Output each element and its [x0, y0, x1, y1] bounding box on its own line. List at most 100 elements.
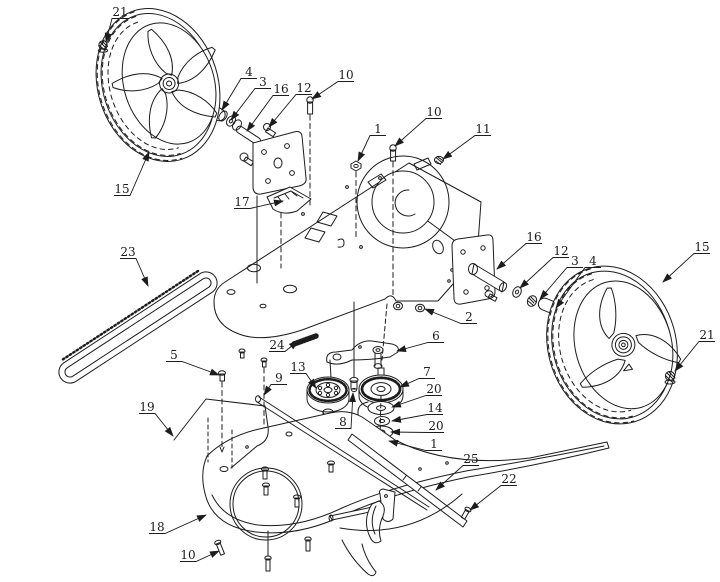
discharge-chute-part	[328, 488, 463, 577]
callout-leader	[166, 361, 220, 376]
callout-12: 12	[519, 244, 569, 289]
callout-label: 15	[694, 240, 709, 254]
left-wheel-nut-part	[97, 40, 109, 53]
callout-label: 12	[553, 244, 568, 258]
lower-deck-part	[202, 411, 610, 541]
callout-leader	[388, 439, 442, 451]
callout-17: 17	[234, 195, 284, 209]
callout-leader	[290, 373, 317, 389]
callout-19: 19	[139, 400, 174, 437]
callout-10: 10	[311, 68, 354, 100]
callout-label: 21	[699, 328, 714, 342]
skirt-baffle-part	[266, 186, 312, 214]
callout-label: 7	[423, 365, 431, 379]
callout-label: 8	[339, 415, 347, 429]
callout-leader	[114, 151, 150, 196]
callout-leader	[263, 384, 287, 396]
callout-label: 1	[430, 437, 438, 451]
callout-4: 4	[555, 254, 601, 309]
callout-9: 9	[263, 371, 287, 396]
callout-1: 1	[388, 437, 442, 451]
callout-label: 14	[427, 401, 443, 415]
upper-deck-part	[213, 155, 482, 339]
callout-5: 5	[166, 348, 220, 376]
spring-part	[291, 333, 319, 347]
right-wheel-nut-part	[664, 370, 676, 385]
callout-label: 25	[463, 452, 478, 466]
callout-label: 24	[269, 338, 285, 352]
callout-label: 10	[180, 548, 195, 562]
callout-label: 1	[374, 122, 382, 136]
callout-16: 16	[496, 230, 542, 270]
chute-bolt-part	[460, 506, 472, 520]
callout-label: 9	[275, 371, 283, 385]
callout-13: 13	[290, 360, 317, 389]
callout-leader	[399, 378, 435, 388]
callout-leader	[662, 253, 710, 283]
callout-3: 3	[539, 254, 583, 300]
callout-label: 22	[501, 472, 516, 486]
callout-leader	[519, 257, 569, 289]
callout-4: 4	[221, 65, 257, 111]
callout-leader	[391, 414, 443, 423]
callout-1: 1	[357, 122, 386, 162]
callout-2: 2	[424, 308, 477, 324]
callout-label: 18	[149, 520, 164, 534]
callout-leader	[180, 550, 220, 562]
callout-leader	[469, 485, 517, 511]
callout-leader	[104, 18, 128, 43]
callout-label: 11	[475, 122, 490, 136]
callout-label: 17	[234, 195, 249, 209]
callout-25: 25	[435, 452, 479, 491]
top-fasteners-part	[350, 144, 444, 297]
callout-15: 15	[114, 151, 150, 196]
callout-22: 22	[469, 472, 517, 511]
callout-leader	[442, 135, 491, 160]
callout-leader	[139, 413, 174, 437]
callout-leader	[335, 392, 356, 429]
callout-label: 2	[465, 310, 473, 324]
callout-label: 4	[245, 65, 253, 79]
callout-label: 3	[259, 75, 267, 89]
callout-leader	[120, 258, 149, 287]
callout-leader	[435, 465, 479, 491]
callout-label: 20	[426, 382, 441, 396]
wire-guard-part	[173, 398, 269, 469]
callout-label: 10	[338, 68, 353, 82]
callout-leader	[555, 267, 601, 309]
right-axle-hardware-part	[451, 234, 564, 318]
callout-10: 10	[394, 105, 442, 147]
brake-rod-part	[255, 395, 430, 511]
callout-23: 23	[120, 245, 149, 287]
callout-leader	[496, 243, 542, 270]
lower-fasteners-part	[214, 348, 312, 572]
callout-leader	[357, 135, 386, 162]
callout-label: 4	[589, 254, 597, 268]
callout-label: 21	[112, 5, 127, 19]
right-wheel-part	[546, 265, 682, 425]
callout-leader	[674, 341, 715, 372]
callout-label: 16	[273, 82, 288, 96]
drive-belt-part	[58, 269, 218, 384]
callout-leader	[221, 78, 257, 111]
callout-15: 15	[662, 240, 710, 283]
callout-leader	[396, 342, 444, 352]
callout-11: 11	[442, 122, 491, 160]
callout-label: 13	[290, 360, 305, 374]
callout-label: 16	[526, 230, 541, 244]
shoulder-bolt-part	[349, 301, 359, 393]
callout-3: 3	[230, 75, 271, 121]
callout-leader	[230, 88, 271, 121]
callout-label: 20	[428, 419, 443, 433]
idler-bracket-part	[326, 340, 399, 379]
callout-12: 12	[268, 81, 312, 128]
callout-label: 3	[571, 254, 579, 268]
left-wheel-part	[95, 8, 221, 162]
callout-label: 10	[426, 105, 441, 119]
callout-leader	[394, 118, 442, 147]
callout-21: 21	[674, 328, 715, 372]
callout-leader	[391, 395, 442, 408]
callout-20: 20	[390, 419, 444, 436]
callout-leader	[539, 267, 583, 300]
